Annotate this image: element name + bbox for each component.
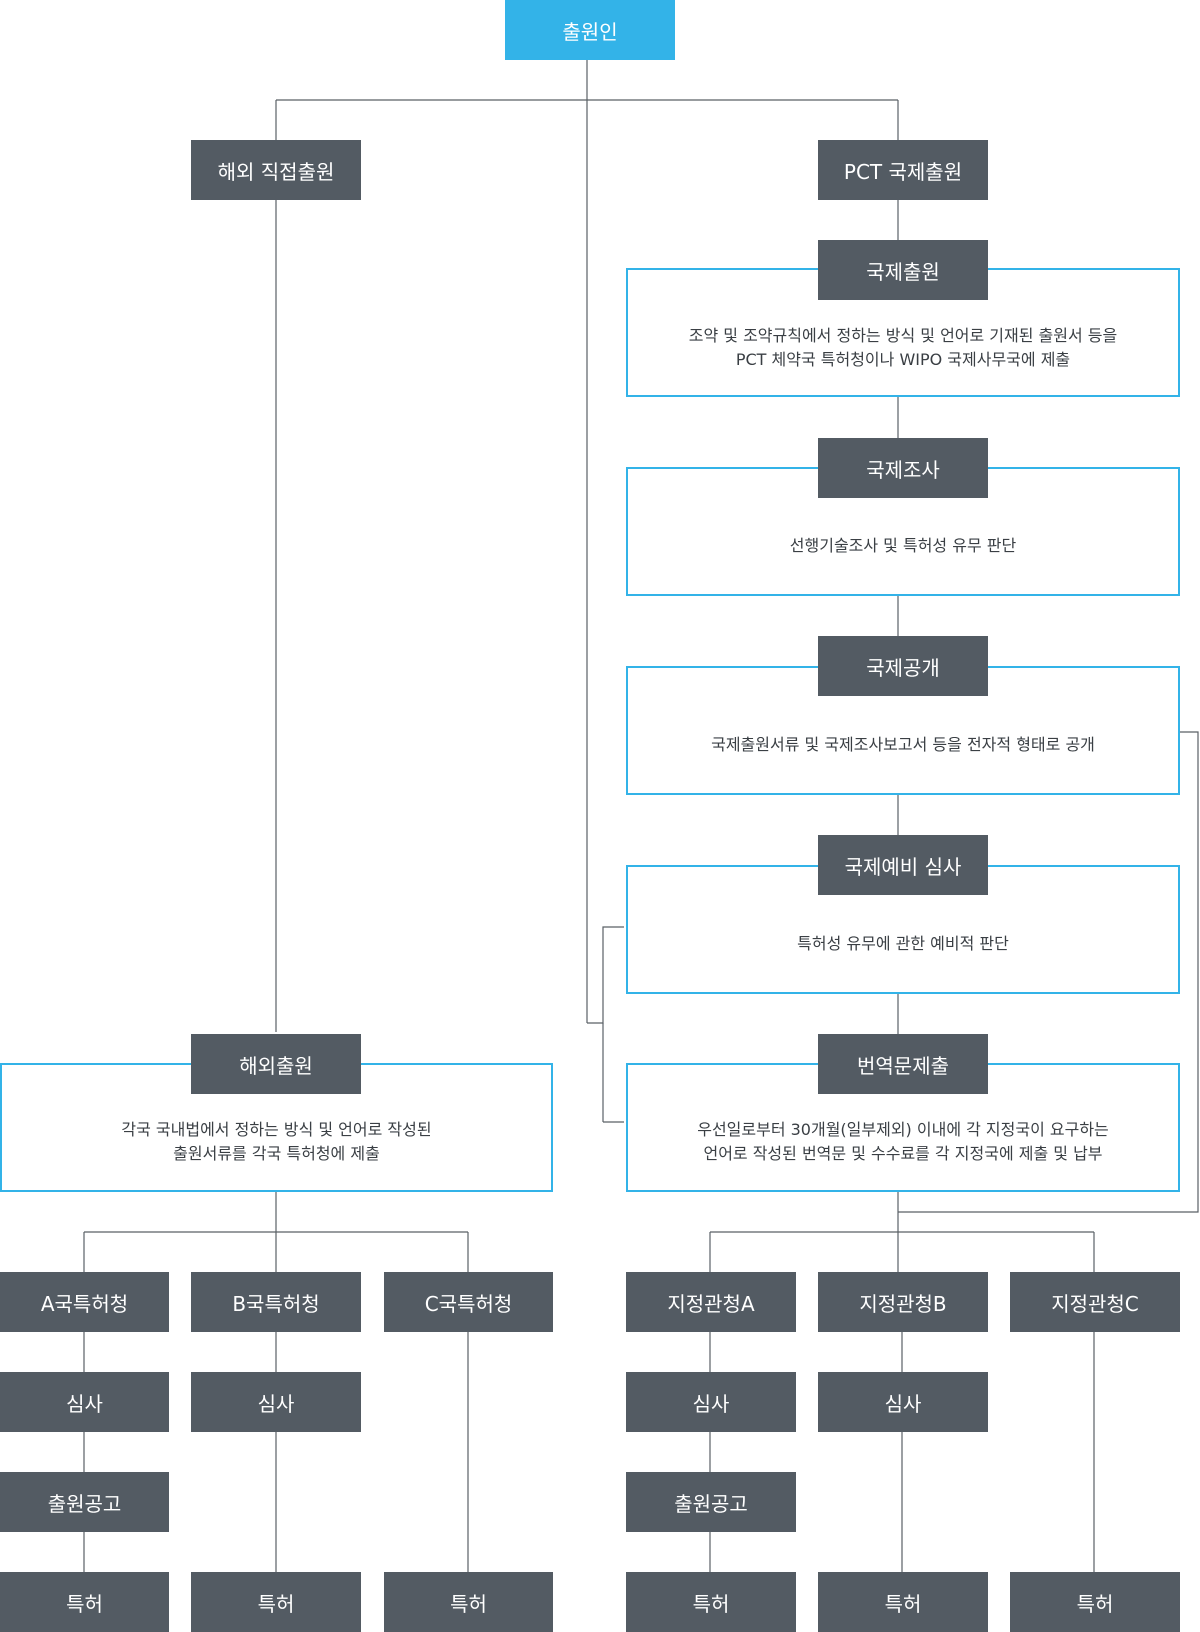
stage-international-search: 국제조사 [818, 438, 988, 498]
direct-filing-node: 해외 직접출원 [191, 140, 361, 200]
office-a: A국특허청 [0, 1272, 169, 1332]
designated-office-b-examination: 심사 [818, 1372, 988, 1432]
office-c: C국특허청 [384, 1272, 553, 1332]
stage-description-international-publication: 국제출원서류 및 국제조사보고서 등을 전자적 형태로 공개 [711, 734, 1095, 754]
overseas-filing-description: 각국 국내법에서 정하는 방식 및 언어로 작성된 출원서류를 각국 특허청에 … [121, 1120, 432, 1163]
stage-description-international-search: 선행기술조사 및 특허성 유무 판단 [789, 536, 1017, 555]
designated-office-a-patent: 특허 [626, 1572, 796, 1632]
applicant-node: 출원인 [505, 0, 675, 60]
stage-international-filing: 국제출원 [818, 240, 988, 300]
office-b-patent: 특허 [191, 1572, 361, 1632]
designated-office-c: 지정관청C [1010, 1272, 1180, 1332]
office-b-examination: 심사 [191, 1372, 361, 1432]
designated-office-c-patent: 특허 [1010, 1572, 1180, 1632]
stage-description-international-filing: 조약 및 조약규칙에서 정하는 방식 및 언어로 기재된 출원서 등을 PCT … [688, 325, 1118, 369]
designated-office-b: 지정관청B [818, 1272, 988, 1332]
designated-office-b-patent: 특허 [818, 1572, 988, 1632]
overseas-filing-node: 해외출원 [191, 1034, 361, 1094]
stage-preliminary-examination: 국제예비 심사 [818, 835, 988, 895]
stage-international-publication: 국제공개 [818, 636, 988, 696]
designated-office-a: 지정관청A [626, 1272, 796, 1332]
office-a-publication: 출원공고 [0, 1472, 169, 1532]
stage-description-preliminary-examination: 특허성 유무에 관한 예비적 판단 [797, 933, 1009, 953]
stage-description-translation: 우선일로부터 30개월(일부제외) 이내에 각 지정국이 요구하는 언어로 작성… [697, 1120, 1109, 1163]
designated-office-a-examination: 심사 [626, 1372, 796, 1432]
pct-filing-node: PCT 국제출원 [818, 140, 988, 200]
office-a-examination: 심사 [0, 1372, 169, 1432]
office-c-patent: 특허 [384, 1572, 553, 1632]
stage-translation-submission: 번역문제출 [818, 1034, 988, 1094]
office-a-patent: 특허 [0, 1572, 169, 1632]
designated-office-a-publication: 출원공고 [626, 1472, 796, 1532]
office-b: B국특허청 [191, 1272, 361, 1332]
